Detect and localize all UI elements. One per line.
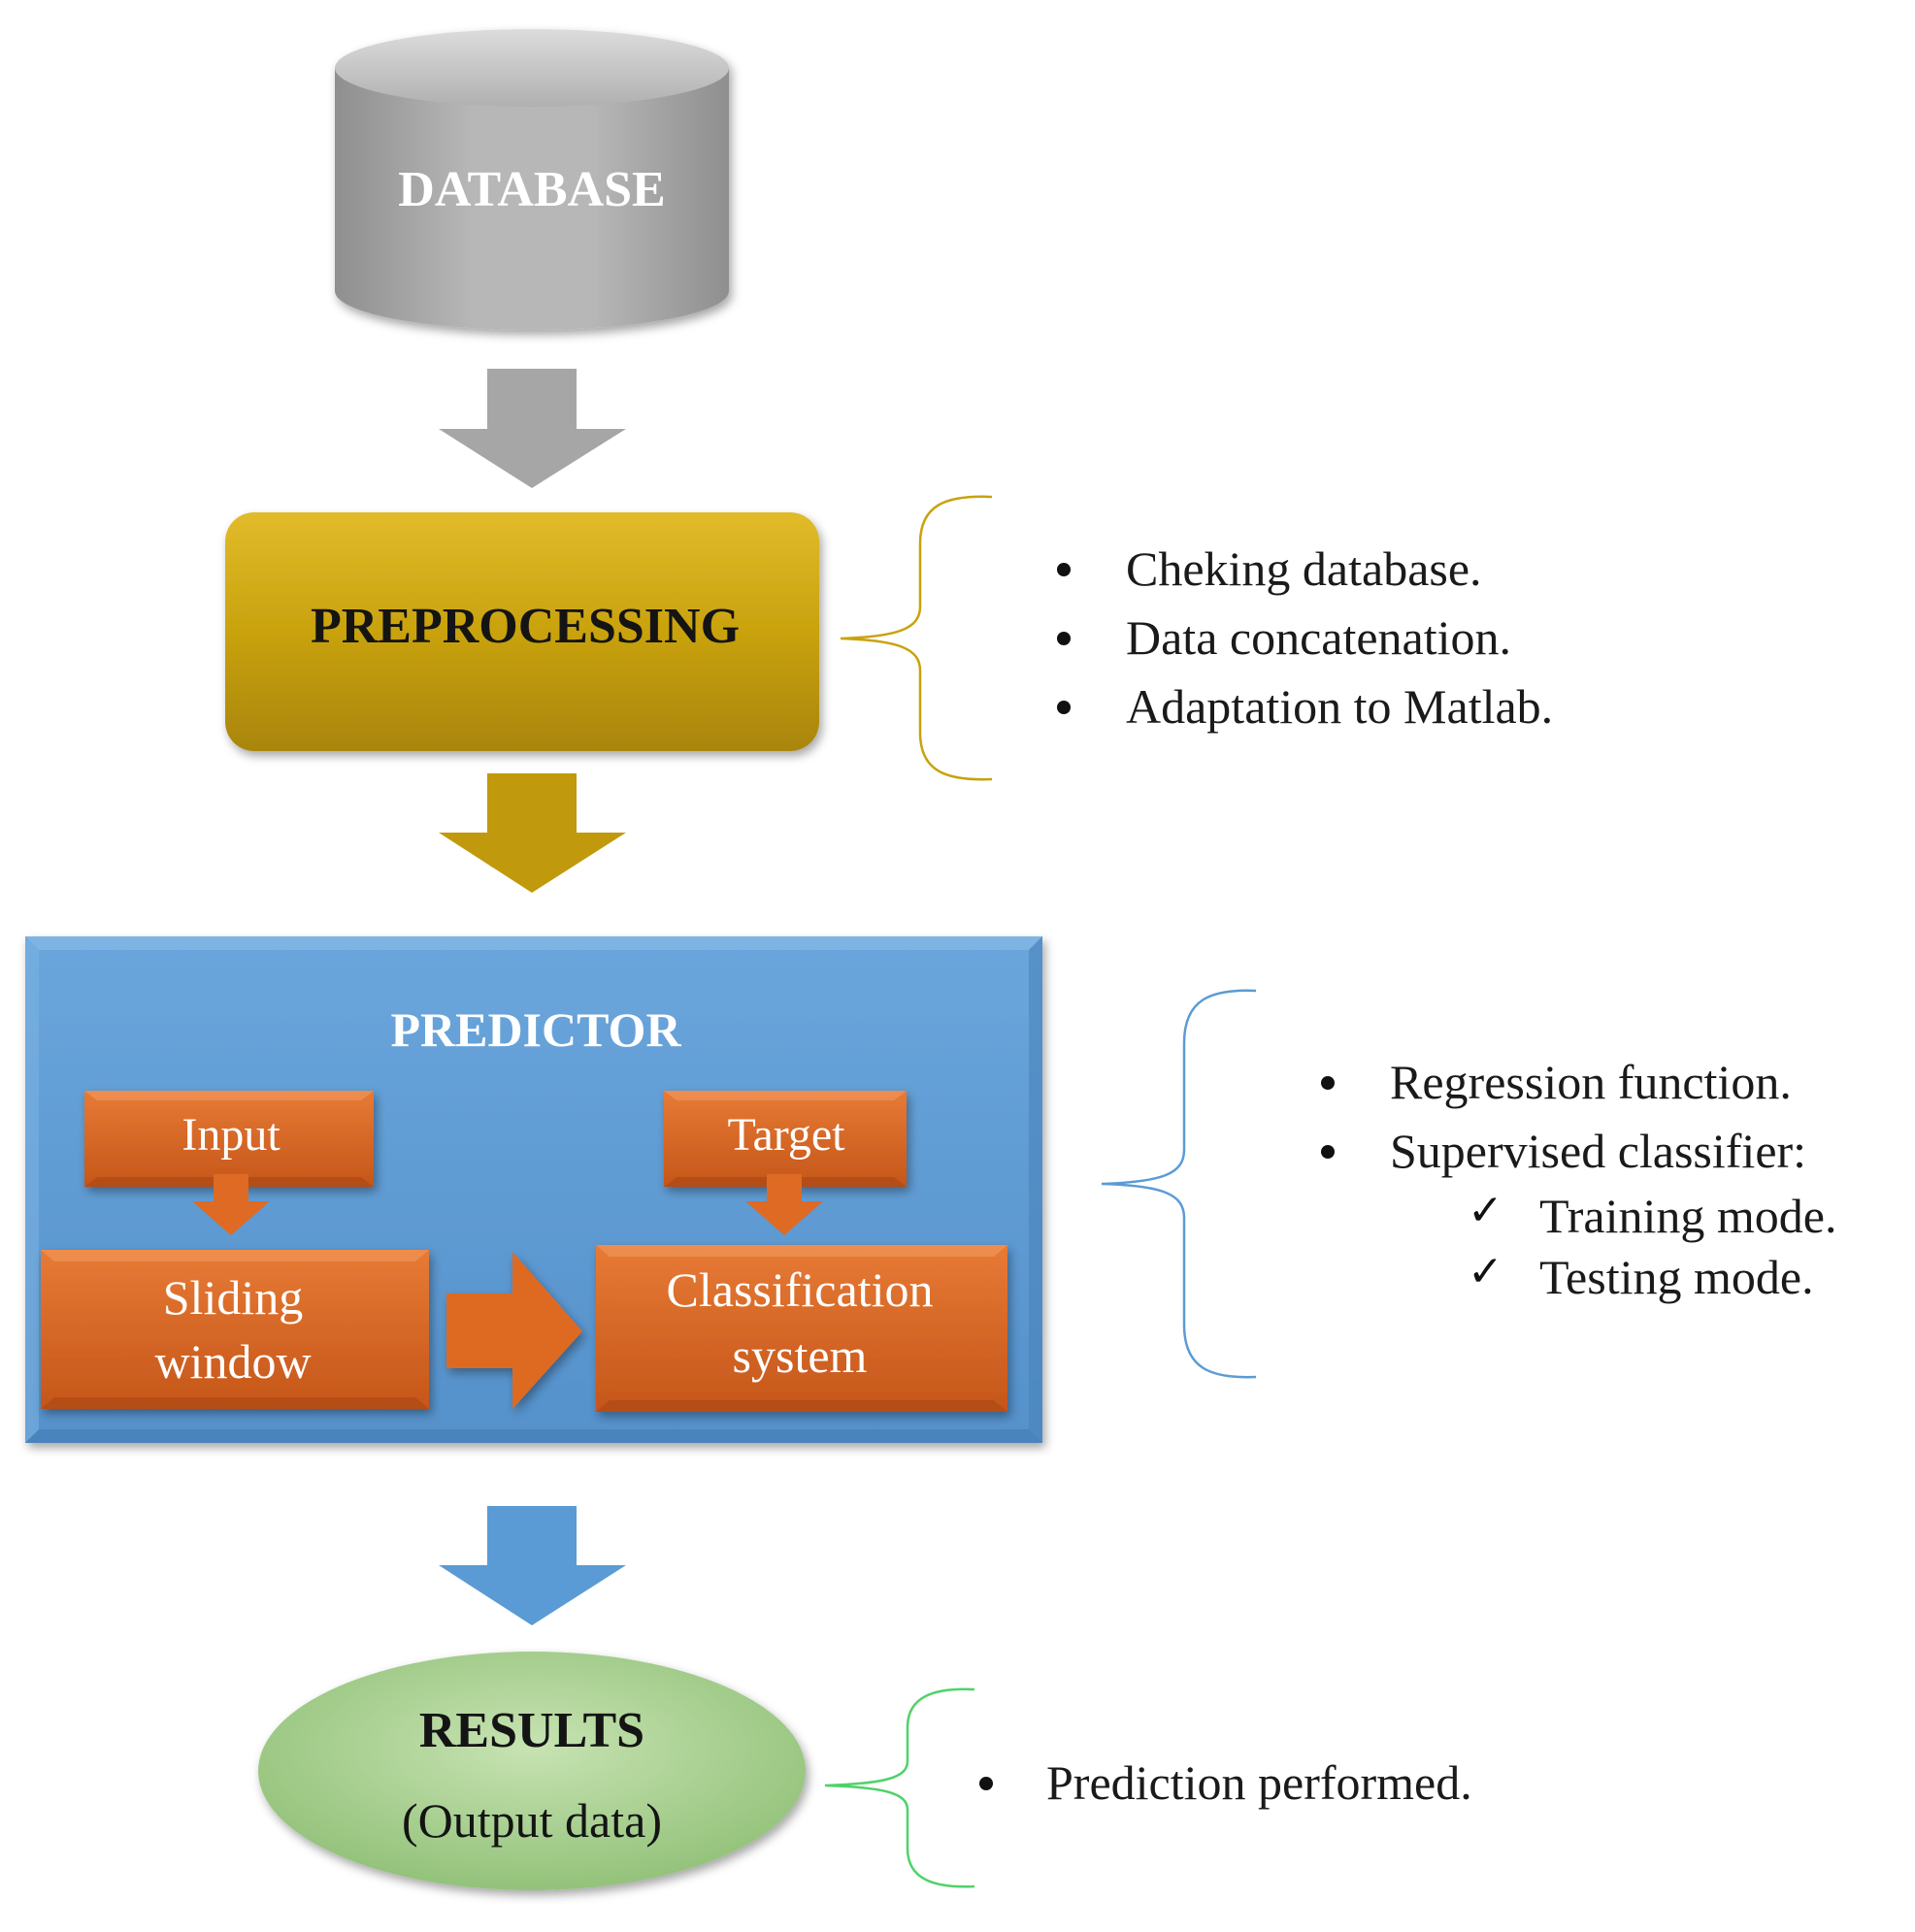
note-text: Data concatenation. (1126, 610, 1511, 665)
note-text: Adaptation to Matlab. (1126, 679, 1553, 734)
bullet-icon (979, 1777, 993, 1790)
target-node (664, 1091, 907, 1187)
sliding-window-node (41, 1250, 429, 1409)
note-text: Regression function. (1390, 1055, 1792, 1109)
preprocessing-brace (840, 495, 993, 781)
arrow-input-to-sliding-window (192, 1174, 270, 1235)
database-label: DATABASE (398, 162, 665, 217)
preprocessing-notes: Cheking database. Data concatenation. Ad… (1057, 541, 1553, 734)
check-icon: ✓ (1468, 1186, 1503, 1235)
bullet-icon (1057, 701, 1071, 714)
results-notes: Prediction performed. (979, 1755, 1472, 1810)
arrow-sliding-window-to-classification (446, 1252, 582, 1409)
input-node (84, 1091, 374, 1187)
bullet-icon (1321, 1076, 1335, 1090)
predictor-notes: Regression function. Supervised classifi… (1321, 1055, 1837, 1304)
arrow-preprocessing-to-predictor (439, 773, 626, 893)
note-text: Prediction performed. (1046, 1755, 1472, 1810)
note-text: Cheking database. (1126, 541, 1482, 596)
sliding-window-label-line1: Sliding (163, 1270, 303, 1325)
results-label: RESULTS (419, 1703, 644, 1758)
bullet-icon (1057, 563, 1071, 576)
bullet-icon (1321, 1145, 1335, 1159)
arrow-database-to-preprocessing (439, 369, 626, 488)
predictor-label: PREDICTOR (390, 1002, 681, 1057)
results-node (258, 1652, 806, 1890)
predictor-brace (1101, 989, 1257, 1379)
bullet-icon (1057, 632, 1071, 645)
classification-system-label-line1: Classification (667, 1262, 934, 1317)
results-brace (824, 1687, 975, 1888)
arrow-target-to-classification (745, 1174, 823, 1235)
check-icon: ✓ (1468, 1247, 1503, 1296)
database-node (335, 29, 729, 330)
note-text: Training mode. (1539, 1189, 1837, 1243)
database-cylinder-body (335, 68, 729, 330)
target-label: Target (727, 1109, 845, 1161)
preprocessing-label: PREPROCESSING (311, 599, 740, 654)
input-label: Input (182, 1109, 281, 1161)
note-text: Testing mode. (1539, 1250, 1814, 1304)
sliding-window-label-line2: window (154, 1334, 311, 1389)
note-text: Supervised classifier: (1390, 1124, 1806, 1178)
classification-system-label-line2: system (733, 1328, 868, 1383)
arrow-predictor-to-results (439, 1506, 626, 1625)
results-sublabel: (Output data) (402, 1793, 662, 1848)
database-cylinder-top (335, 29, 729, 107)
preprocessing-node (225, 512, 819, 751)
classification-system-node (596, 1245, 1007, 1412)
